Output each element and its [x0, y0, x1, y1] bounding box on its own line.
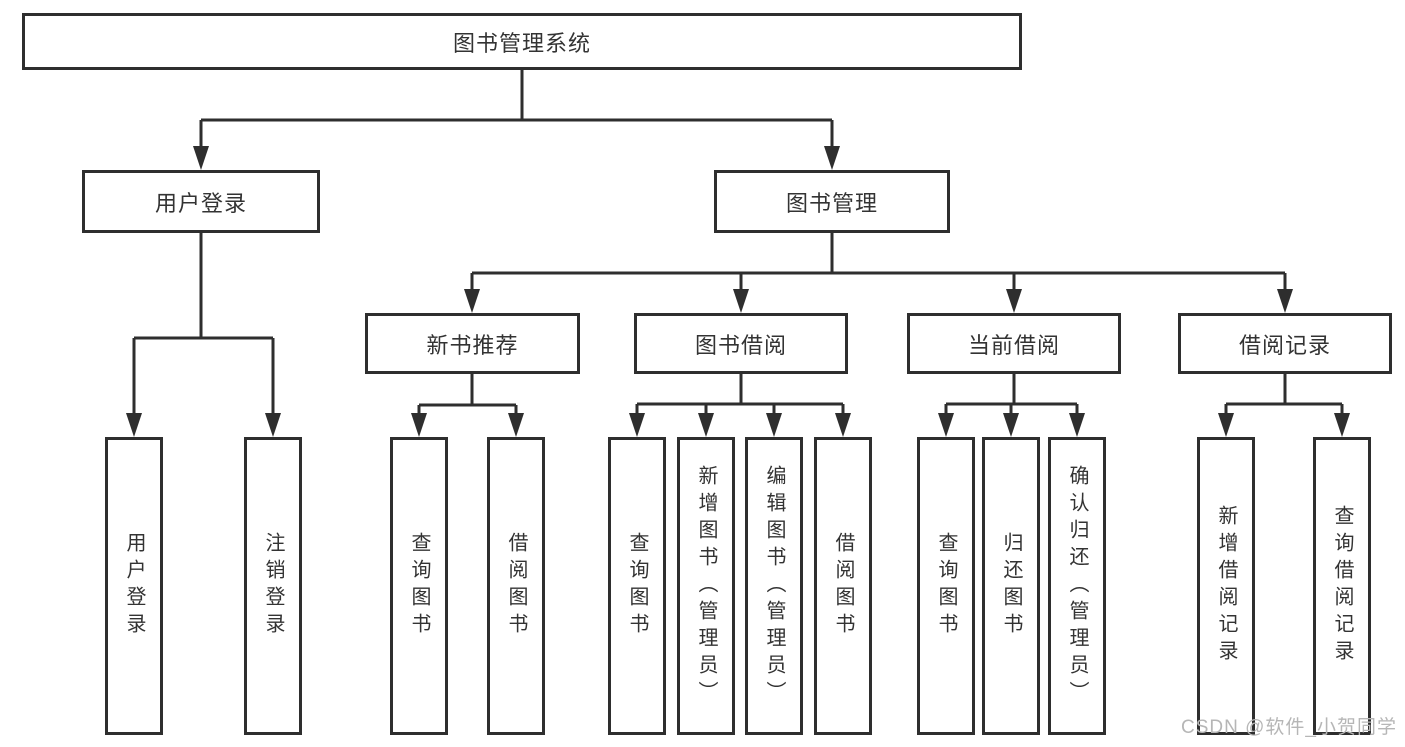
leaf-query-books-borrowing: 查询图书 [608, 437, 666, 735]
node-current-borrowing-label: 当前借阅 [967, 332, 1060, 358]
leaf-borrow-books-recommend-label: 借阅图书 [505, 532, 527, 640]
leaf-query-books-current: 查询图书 [917, 437, 975, 735]
leaf-user-login-label: 用户登录 [123, 532, 145, 640]
node-borrowing-records-label: 借阅记录 [1238, 332, 1331, 358]
node-new-book-recommend: 新书推荐 [365, 313, 580, 374]
node-book-borrowing-label: 图书借阅 [694, 332, 787, 358]
leaf-logout-label: 注销登录 [262, 532, 284, 640]
node-user-login-label: 用户登录 [154, 190, 247, 216]
node-borrowing-records: 借阅记录 [1178, 313, 1392, 374]
leaf-query-books-borrowing-label: 查询图书 [626, 532, 648, 640]
leaf-return-books-label: 归还图书 [1000, 532, 1022, 640]
leaf-edit-book-admin: 编辑图书（管理员） [745, 437, 803, 735]
leaf-query-books-recommend-label: 查询图书 [408, 532, 430, 640]
leaf-add-borrow-record-label: 新增借阅记录 [1215, 505, 1237, 667]
leaf-return-books: 归还图书 [982, 437, 1040, 735]
leaf-user-login: 用户登录 [105, 437, 163, 735]
leaf-borrow-books-recommend: 借阅图书 [487, 437, 545, 735]
node-user-login: 用户登录 [82, 170, 320, 233]
leaf-add-borrow-record: 新增借阅记录 [1197, 437, 1255, 735]
node-new-book-recommend-label: 新书推荐 [426, 332, 519, 358]
leaf-borrow-books-label: 借阅图书 [832, 532, 854, 640]
watermark: CSDN @软件_小贺同学 [1181, 717, 1397, 738]
leaf-borrow-books: 借阅图书 [814, 437, 872, 735]
leaf-query-books-recommend: 查询图书 [390, 437, 448, 735]
leaf-edit-book-admin-label: 编辑图书（管理员） [763, 464, 785, 708]
leaf-logout: 注销登录 [244, 437, 302, 735]
leaf-confirm-return-admin: 确认归还（管理员） [1048, 437, 1106, 735]
leaf-add-book-admin-label: 新增图书（管理员） [695, 464, 717, 708]
leaf-add-book-admin: 新增图书（管理员） [677, 437, 735, 735]
leaf-confirm-return-admin-label: 确认归还（管理员） [1066, 464, 1088, 708]
leaf-query-borrow-record: 查询借阅记录 [1313, 437, 1371, 735]
node-book-borrowing: 图书借阅 [634, 313, 848, 374]
node-root-label: 图书管理系统 [452, 30, 591, 56]
leaf-query-borrow-record-label: 查询借阅记录 [1331, 505, 1353, 667]
node-current-borrowing: 当前借阅 [907, 313, 1121, 374]
node-root: 图书管理系统 [22, 13, 1022, 70]
node-book-management-label: 图书管理 [785, 190, 878, 216]
leaf-query-books-current-label: 查询图书 [935, 532, 957, 640]
node-book-management: 图书管理 [714, 170, 950, 233]
